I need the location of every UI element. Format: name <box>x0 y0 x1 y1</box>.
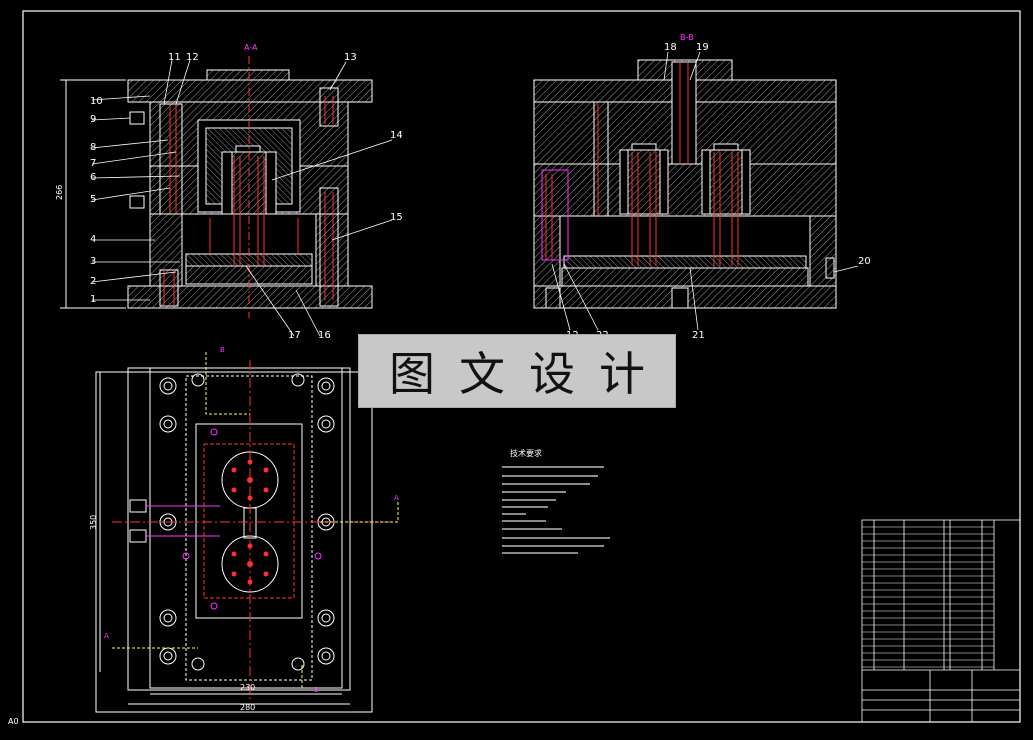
section-marker-b-bottom: B <box>314 686 319 694</box>
section-marker-b-top: B <box>220 346 225 354</box>
section-a-a <box>60 56 393 337</box>
watermark-banner: 图文设计 <box>358 334 676 408</box>
dimension-height: 266 <box>55 185 64 200</box>
section-label-b-b: B-B <box>680 33 694 42</box>
part-number-callout: 21 <box>692 330 705 341</box>
plan-view <box>95 352 399 713</box>
dimension-plan-height: 350 <box>89 515 98 530</box>
sheet-size-label: A0 <box>8 717 19 726</box>
part-number-callout: 4 <box>90 234 96 245</box>
part-number-callout: 6 <box>90 172 96 183</box>
section-b-b <box>533 51 859 331</box>
part-number-callout: 20 <box>858 256 871 267</box>
part-number-callout: 7 <box>90 158 96 169</box>
part-number-callout: 17 <box>288 330 301 341</box>
technical-requirements-title: 技术要求 <box>510 448 542 458</box>
part-number-callout: 15 <box>390 212 403 223</box>
part-number-callout: 3 <box>90 256 96 267</box>
bom-table <box>862 526 994 668</box>
drawing-frame <box>22 10 1021 723</box>
title-block <box>861 519 1021 723</box>
part-number-callout: 12 <box>186 52 199 63</box>
part-number-callout: 18 <box>664 42 677 53</box>
part-number-callout: 16 <box>318 330 331 341</box>
part-number-callout: 14 <box>390 130 403 141</box>
part-number-callout: 2 <box>90 276 96 287</box>
dimension-plan-width-outer: 280 <box>240 703 255 712</box>
part-number-callout: 19 <box>696 42 709 53</box>
section-marker-a-right: A <box>394 494 399 502</box>
watermark-text: 图文设计 <box>389 347 669 401</box>
part-number-callout: 9 <box>90 114 96 125</box>
technical-notes-lines <box>502 466 610 554</box>
section-marker-a-left: A <box>104 632 109 640</box>
part-number-callout: 11 <box>168 52 181 63</box>
part-number-callout: 8 <box>90 142 96 153</box>
part-number-callout: 5 <box>90 194 96 205</box>
part-number-callout: 1 <box>90 294 96 305</box>
dimension-plan-width-inner: 230 <box>240 683 255 692</box>
section-label-a-a: A-A <box>244 43 258 52</box>
part-number-callout: 13 <box>344 52 357 63</box>
part-number-callout: 10 <box>90 96 103 107</box>
